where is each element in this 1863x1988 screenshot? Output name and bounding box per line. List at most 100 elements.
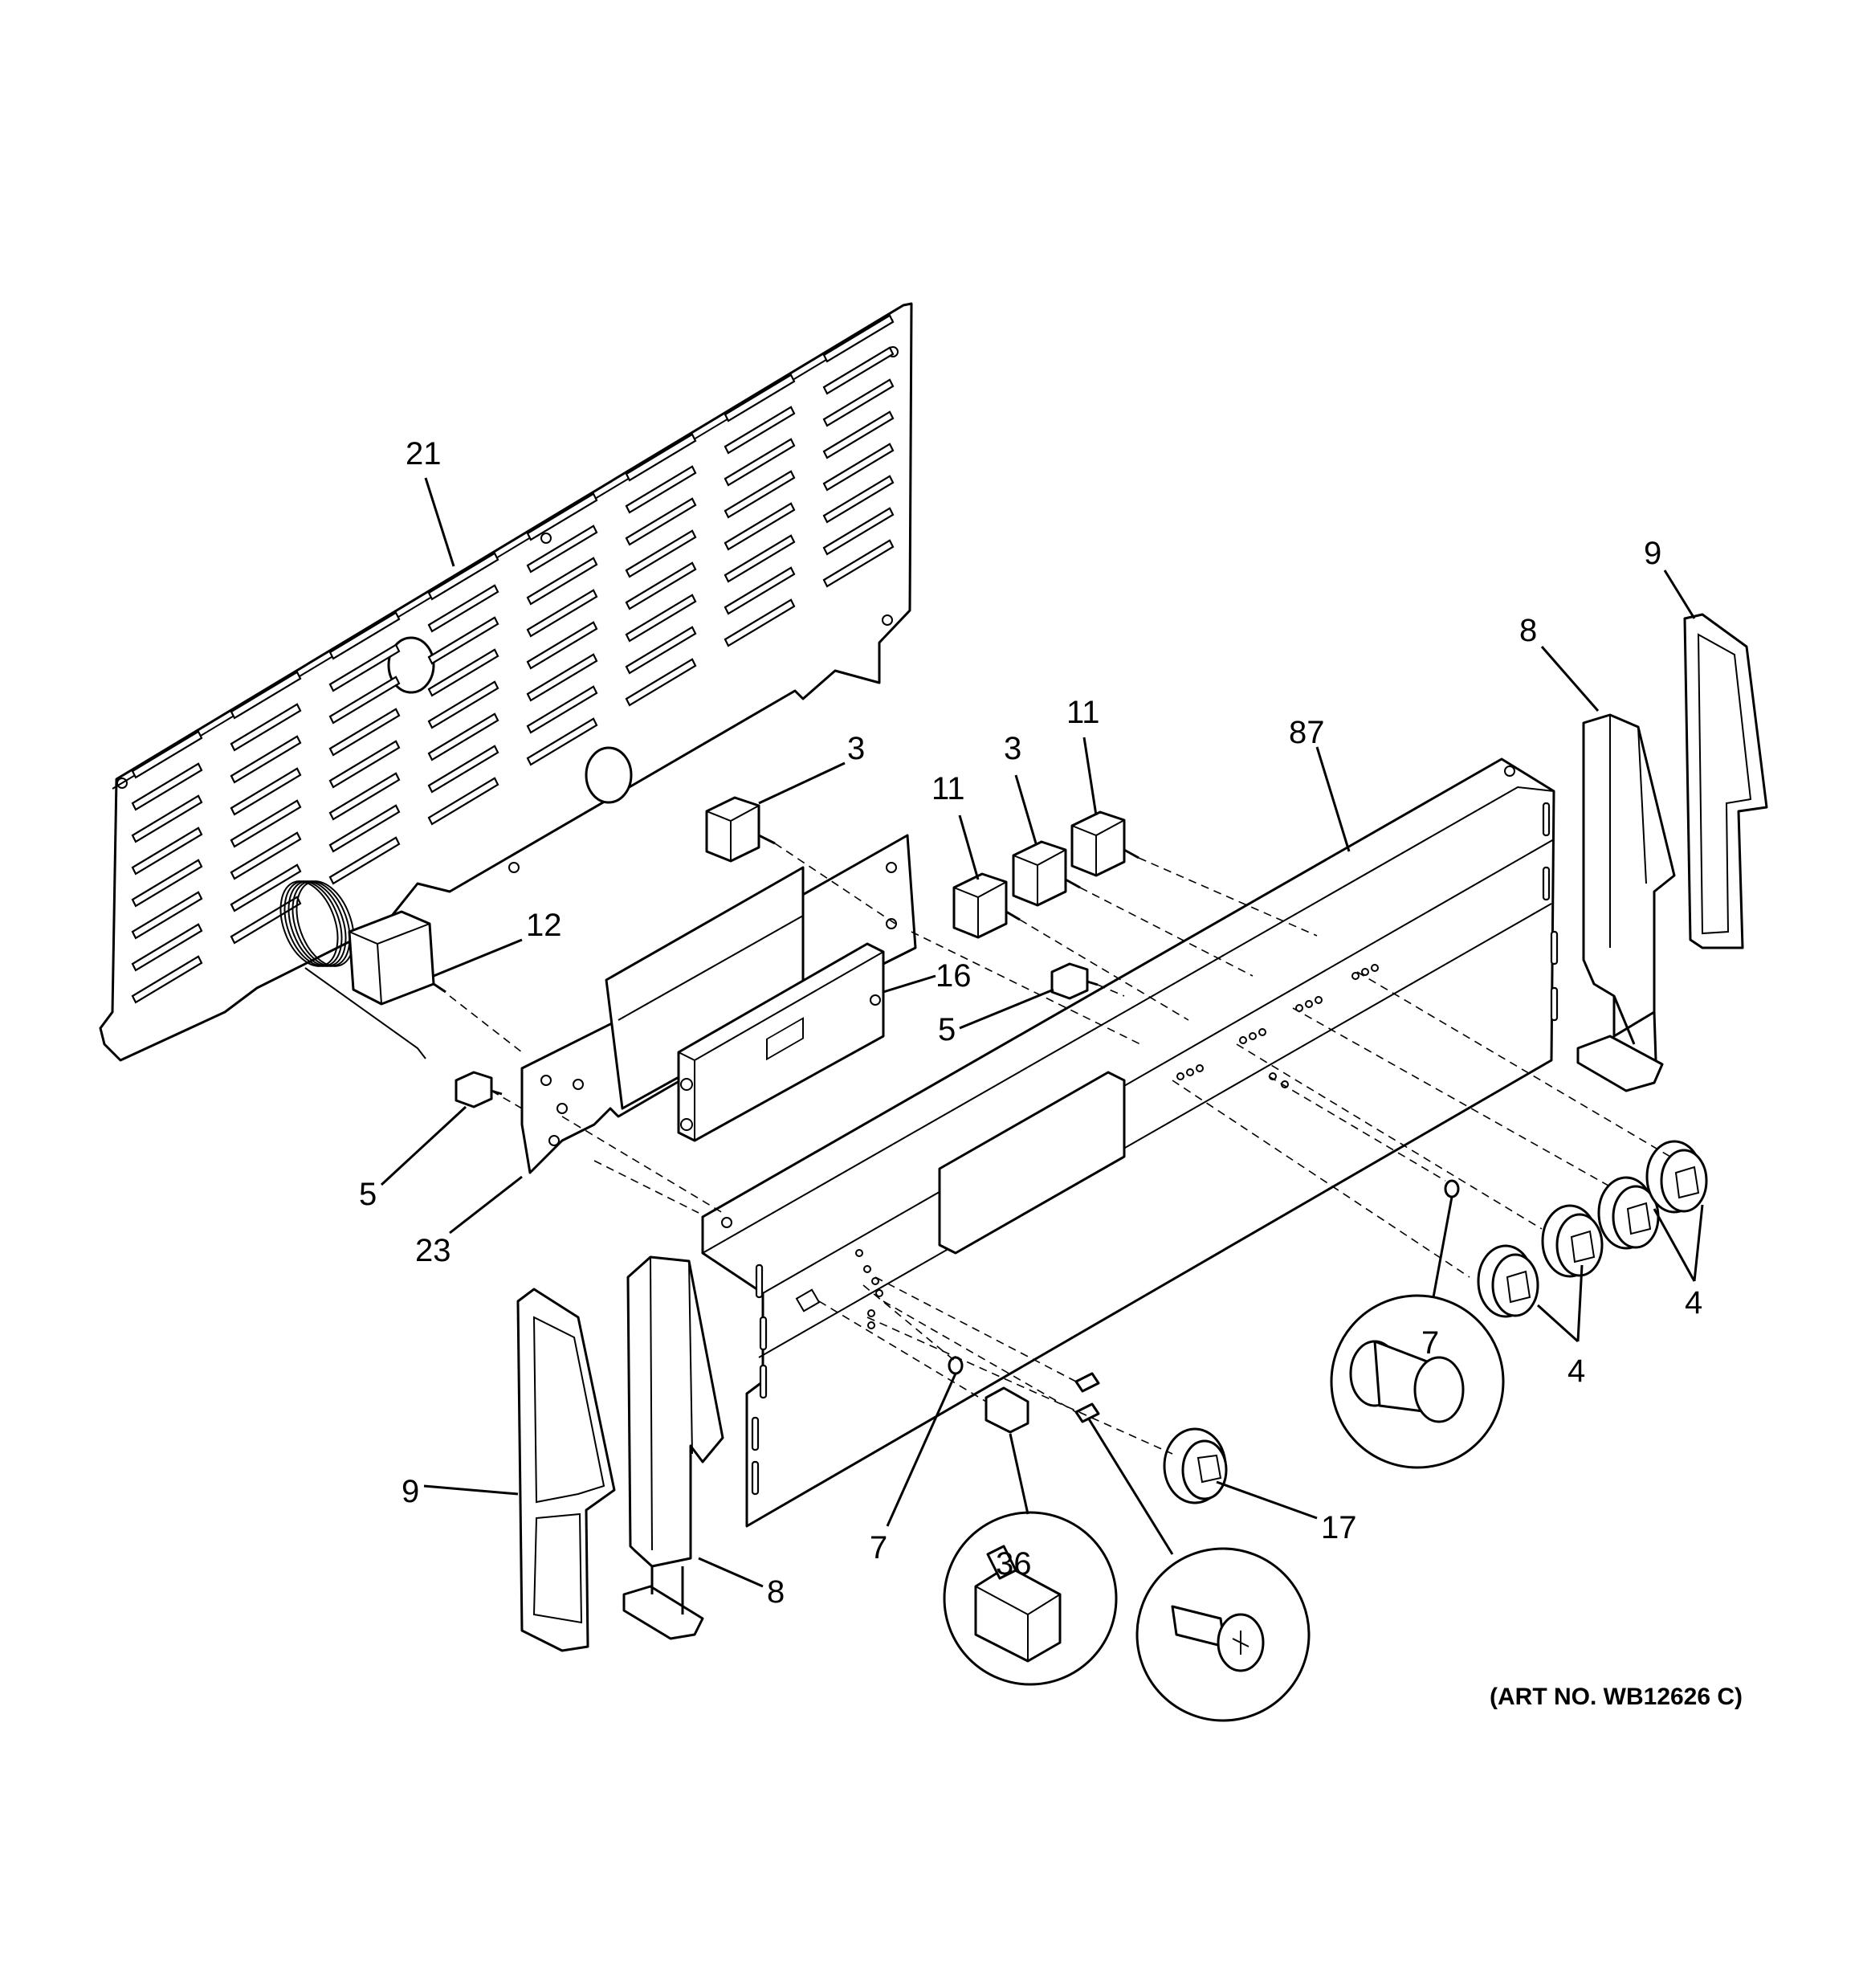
shaft-hole (1176, 1072, 1184, 1080)
callout-4-left: 4 (1567, 1353, 1585, 1389)
shaft-hole (1305, 1000, 1313, 1008)
panel-side-slots (751, 802, 1559, 1496)
callout-12: 12 (526, 908, 562, 943)
louver-slot (230, 831, 302, 880)
louver-slot (427, 745, 499, 794)
pin-part-7-right (1444, 1179, 1460, 1198)
louver-slot (724, 598, 796, 647)
callout-7-detail: 7 (1421, 1325, 1439, 1361)
shaft-hole (875, 1289, 883, 1297)
louver-slot (724, 406, 796, 455)
callout-23: 23 (415, 1233, 451, 1268)
shaft-hole (1315, 996, 1323, 1004)
callout-8-right: 8 (1519, 613, 1537, 648)
louver-slot (625, 594, 697, 643)
louver-slot (724, 502, 796, 551)
detail-circle-part-7 (1330, 1294, 1505, 1469)
callout-36: 36 (996, 1546, 1032, 1582)
louver-slot (625, 433, 697, 482)
callout-11-right: 11 (1066, 695, 1100, 730)
louver-slot (822, 443, 895, 492)
infinite-switch-part-3-left (705, 796, 776, 863)
louver-slot (328, 740, 401, 789)
louver-slot (822, 378, 895, 427)
infinite-switch-part-11-right (1070, 810, 1139, 877)
control-board-part-16 (677, 942, 885, 1142)
side-slot (759, 1316, 768, 1351)
shaft-hole (1351, 972, 1360, 980)
art-number: (ART NO. WB12626 C) (1490, 1684, 1743, 1710)
shaft-hole (1196, 1064, 1204, 1072)
louver-slot (427, 552, 499, 601)
louver-slot (625, 497, 697, 546)
side-slot (751, 1460, 760, 1496)
control-panel-part-87 (701, 757, 1559, 1528)
shaft-hole (863, 1265, 871, 1273)
louver-slot (230, 703, 302, 752)
louver-slot (328, 676, 401, 725)
end-cap-part-9-left (516, 1288, 616, 1652)
louver-slot (526, 525, 598, 574)
side-slot (1542, 866, 1551, 901)
louver-slot (328, 611, 401, 660)
louver-slot (526, 557, 598, 606)
louver-slot (724, 534, 796, 583)
callout-11-left: 11 (932, 771, 965, 806)
shaft-hole (855, 1249, 863, 1257)
control-knob (1541, 1204, 1604, 1278)
callout-4-right: 4 (1685, 1285, 1702, 1321)
louver-slots (131, 314, 895, 1004)
callout-3-right: 3 (1004, 731, 1021, 766)
shaft-hole (1186, 1068, 1194, 1076)
louver-slot (822, 475, 895, 524)
louver-slot (427, 616, 499, 665)
louver-slot (822, 314, 895, 363)
shaft-hole (1258, 1028, 1266, 1036)
louver-slot (822, 539, 895, 588)
knob-shaft-holes (855, 964, 1379, 1329)
control-knob (1477, 1244, 1539, 1318)
louver-slot (131, 762, 203, 811)
side-slot (1550, 986, 1559, 1022)
callout-7-left: 7 (870, 1530, 887, 1565)
callout-87: 87 (1289, 715, 1325, 750)
control-knobs-part-4 (1477, 1140, 1708, 1318)
louver-slot (526, 717, 598, 766)
control-knob (1597, 1176, 1660, 1250)
louver-slot (427, 584, 499, 633)
capillary-coil (279, 880, 426, 1059)
louver-slot (131, 859, 203, 908)
indicator-light-part-5-right (1050, 962, 1099, 1000)
callout-17: 17 (1321, 1510, 1357, 1545)
louver-slot (724, 566, 796, 615)
shaft-hole (871, 1277, 879, 1285)
louver-slot (526, 621, 598, 670)
louver-slot (822, 410, 895, 459)
callout-9-right: 9 (1644, 536, 1661, 571)
louver-slot (230, 671, 302, 720)
shaft-hole (867, 1321, 875, 1329)
callout-labels: 21 3 3 11 11 87 8 9 12 16 5 5 23 4 4 7 7… (359, 436, 1743, 1710)
louver-slot (328, 836, 401, 885)
callout-8-left: 8 (767, 1574, 785, 1610)
callout-16: 16 (936, 958, 972, 994)
louver-slot (131, 794, 203, 843)
louver-slot (230, 863, 302, 912)
louver-slot (328, 772, 401, 821)
louver-slot (131, 955, 203, 1004)
louver-slot (328, 708, 401, 757)
louver-slot (625, 561, 697, 610)
shaft-hole (1371, 964, 1379, 972)
louver-slot (230, 735, 302, 784)
louver-slot (230, 767, 302, 816)
louver-slot (328, 643, 401, 692)
indicator-light-part-5-left (455, 1071, 503, 1108)
detail-circle-part-36 (943, 1511, 1118, 1686)
louver-slot (822, 346, 895, 395)
end-bracket-part-8-left (622, 1255, 724, 1640)
callout-5-right: 5 (938, 1012, 956, 1047)
knob-part-17 (1163, 1427, 1228, 1504)
louver-slot (625, 658, 697, 707)
louver-slot (625, 465, 697, 514)
louver-slot (230, 799, 302, 848)
